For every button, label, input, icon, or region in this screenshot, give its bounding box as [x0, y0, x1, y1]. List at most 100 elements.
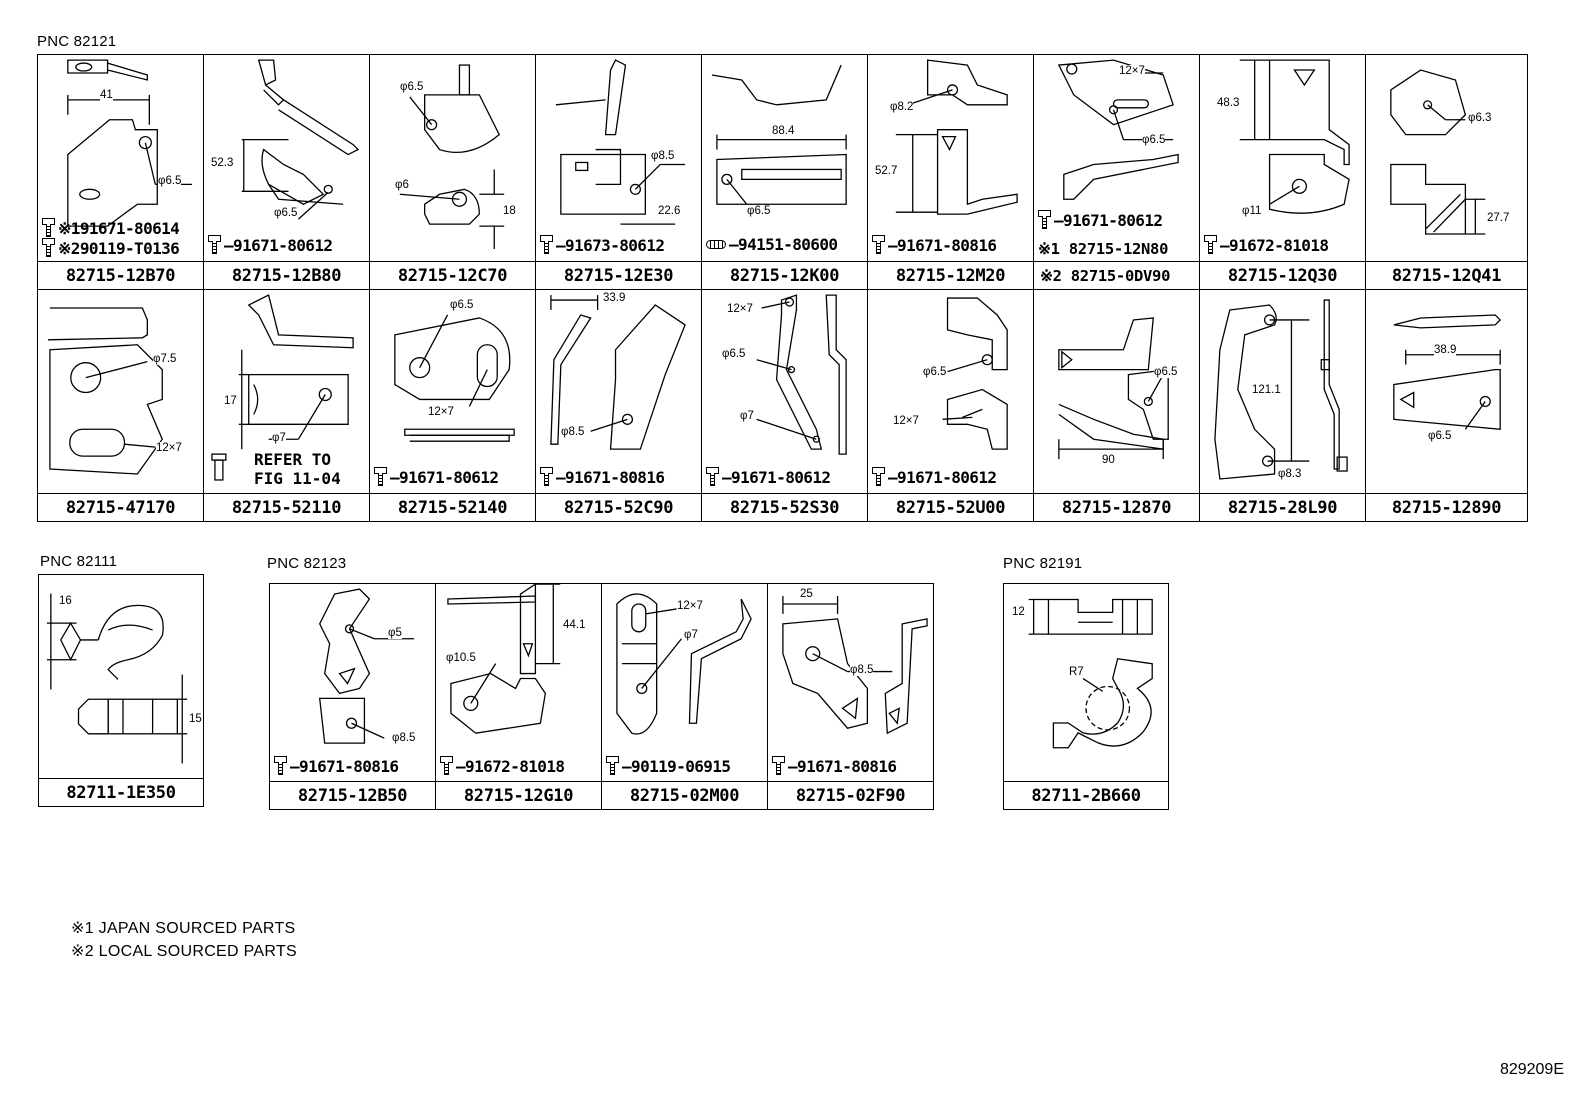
part-cell-82715-52140[interactable]: φ6.5 12×7 —91671-80612 — [369, 289, 536, 494]
bolt-callout: —91671-80816 — [772, 756, 897, 776]
bolt-callout: —91671-80612 — [706, 467, 831, 487]
dim-label: 15 — [189, 713, 202, 725]
dim-label: 12×7 — [428, 406, 454, 418]
part-cell-82715-12B70[interactable]: 41 φ6.5 ※191671-80614 ※290119-T0136 — [37, 54, 204, 262]
part-cell-82715-12890[interactable]: 38.9 φ6.5 — [1365, 289, 1528, 494]
part-cell-82715-12E30[interactable]: φ8.5 22.6 —91673-80612 — [535, 54, 702, 262]
dim-label: 18 — [503, 205, 516, 217]
bolt-callout: —94151-80600 — [706, 235, 838, 254]
part-cell-82715-12G10[interactable]: 44.1 φ10.5 —91672-81018 — [435, 582, 602, 782]
part-number: 82715-12B50 — [269, 781, 436, 810]
dim-label: φ6.5 — [274, 207, 298, 219]
section-label-pnc-82123: PNC 82123 — [267, 555, 347, 572]
bracket-drawing: 48.3 φ11 —91672-81018 — [1200, 55, 1365, 261]
bolt-icon — [606, 756, 620, 775]
part-cell-82715-52U00[interactable]: φ6.5 12×7 —91671-80612 — [867, 289, 1034, 494]
bolt-icon — [1038, 210, 1052, 229]
part-number: 82715-12C70 — [369, 261, 536, 290]
bolt-icon — [440, 756, 454, 775]
dim-label: φ11 — [1242, 205, 1262, 217]
bolt-number: 90119-06915 — [631, 757, 731, 776]
part-cell-82715-12N80[interactable]: 12×7 φ6.5 —91671-80612 ※1 82715-12N80 — [1033, 54, 1200, 262]
part-cell-82715-12Q30[interactable]: 48.3 φ11 —91672-81018 — [1199, 54, 1366, 262]
bolt-number: 91673-80612 — [565, 236, 665, 255]
dim-label: φ8.3 — [1278, 468, 1302, 480]
clip-icon — [706, 240, 726, 249]
part-cell-82715-28L90[interactable]: 121.1 φ8.3 — [1199, 289, 1366, 494]
dim-label: 33.9 — [603, 292, 626, 304]
footnote-japan-sourced: ※1 JAPAN SOURCED PARTS — [71, 920, 296, 937]
dim-label: 27.7 — [1487, 212, 1510, 224]
dim-label: φ7 — [684, 629, 698, 641]
part-number: 82715-02F90 — [767, 781, 934, 810]
dim-label: φ7.5 — [153, 353, 177, 365]
bracket-drawing: 52.3 φ6.5 —91671-80612 — [204, 55, 369, 261]
dim-label: φ7 — [740, 410, 754, 422]
dim-label: φ6.5 — [747, 205, 771, 217]
part-number: 82715-12Q30 — [1199, 261, 1366, 290]
part-cell-82715-47170[interactable]: φ7.5 12×7 — [37, 289, 204, 494]
bolt-callout: —91672-81018 — [1204, 235, 1329, 255]
dim-label: 52.7 — [875, 165, 898, 177]
part-number: 82715-52140 — [369, 493, 536, 522]
part-cell-82715-52S30[interactable]: 12×7 φ6.5 φ7 —91671-80612 — [701, 289, 868, 494]
bracket-drawing: φ8.5 22.6 —91673-80612 — [536, 55, 701, 261]
bracket-drawing: φ6.5 90 — [1034, 290, 1199, 493]
bracket-drawing: 44.1 φ10.5 —91672-81018 — [436, 582, 601, 781]
bolt-number: 91671-80612 — [233, 236, 333, 255]
part-number: 82715-52C90 — [535, 493, 702, 522]
bolt-callout: ※290119-T0136 — [42, 238, 180, 258]
clamp-drawing: 12 R7 — [1004, 584, 1168, 781]
refer-line: REFER TO — [254, 450, 332, 469]
dim-label: 16 — [59, 595, 72, 607]
part-cell-82715-12M20[interactable]: φ8.2 52.7 —91671-80816 — [867, 54, 1034, 262]
bolt-icon — [872, 235, 886, 254]
dim-label: φ10.5 — [446, 652, 476, 664]
section-label-pnc-82111: PNC 82111 — [40, 553, 118, 570]
dim-label: φ6.3 — [1468, 112, 1492, 124]
dim-label: φ6.5 — [158, 175, 182, 187]
bolt-number: 91671-80816 — [299, 757, 399, 776]
bracket-drawing: φ7.5 12×7 — [38, 290, 203, 493]
bolt-icon — [706, 467, 720, 486]
bolt-number: 91672-81018 — [1229, 236, 1329, 255]
part-number: 82715-12M20 — [867, 261, 1034, 290]
part-cell-82711-1E350[interactable]: 16 15 — [38, 574, 204, 779]
bolt-callout: —91671-80612 — [374, 467, 499, 487]
dim-label: φ7 — [272, 432, 286, 444]
part-number: 82715-52S30 — [701, 493, 868, 522]
dim-label: φ6.5 — [722, 348, 746, 360]
dim-label: 44.1 — [563, 619, 586, 631]
part-number: 82715-52U00 — [867, 493, 1034, 522]
part-number: 82715-47170 — [37, 493, 204, 522]
bracket-drawing: φ6.5 φ6 18 — [370, 55, 535, 261]
part-cell-82715-12B80[interactable]: 52.3 φ6.5 —91671-80612 — [203, 54, 370, 262]
part-cell-82715-02F90[interactable]: 25 φ8.5 —91671-80816 — [767, 583, 934, 782]
part-number: 82715-28L90 — [1199, 493, 1366, 522]
bolt-number: ※191671-80614 — [58, 219, 180, 238]
bolt-callout: —91671-80816 — [872, 235, 997, 255]
part-cell-82715-02M00[interactable]: 12×7 φ7 —90119-06915 — [601, 583, 768, 782]
part-cell-82715-12870[interactable]: φ6.5 90 — [1033, 289, 1200, 494]
dim-label: 12×7 — [677, 600, 703, 612]
part-cell-82715-52C90[interactable]: 33.9 φ8.5 —91671-80816 — [535, 289, 702, 494]
dim-label: φ6.5 — [1428, 430, 1452, 442]
bolt-icon — [872, 467, 886, 486]
dim-label: φ8.2 — [890, 101, 914, 113]
bolt-number: 91671-80612 — [731, 468, 831, 487]
part-number: 82715-12890 — [1365, 493, 1528, 522]
dim-label: φ8.5 — [561, 426, 585, 438]
dim-label: R7 — [1069, 666, 1084, 678]
part-cell-82715-12B50[interactable]: φ5 φ8.5 —91671-80816 — [269, 583, 436, 782]
dim-label: φ6 — [395, 179, 409, 191]
part-cell-82711-2B660[interactable]: 12 R7 — [1003, 583, 1169, 782]
bolt-callout: —91673-80612 — [540, 235, 665, 255]
part-cell-82715-12C70[interactable]: φ6.5 φ6 18 — [369, 54, 536, 262]
bolt-icon — [42, 238, 56, 257]
bracket-drawing: 12×7 φ6.5 —91671-80612 ※1 82715-12N80 — [1034, 55, 1199, 261]
part-cell-82715-12K00[interactable]: 88.4 φ6.5 —94151-80600 — [701, 54, 868, 262]
bracket-drawing: 12×7 φ6.5 φ7 —91671-80612 — [702, 290, 867, 493]
dim-label: 121.1 — [1252, 384, 1281, 396]
part-cell-82715-12Q41[interactable]: φ6.3 27.7 — [1365, 54, 1528, 262]
